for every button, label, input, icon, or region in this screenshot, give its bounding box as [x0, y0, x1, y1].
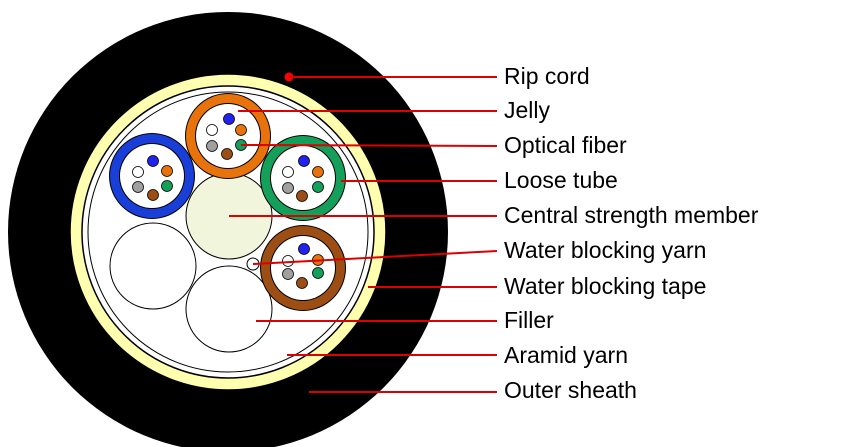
optical-fiber	[223, 113, 235, 125]
leader-line-optical-fiber	[240, 144, 498, 147]
optical-fiber	[147, 189, 159, 201]
optical-fiber	[298, 155, 310, 167]
label-filler: Filler	[504, 307, 554, 333]
optical-fiber	[206, 140, 218, 152]
optical-fiber	[161, 165, 173, 177]
optical-fiber	[312, 267, 324, 279]
optical-fiber	[296, 277, 308, 289]
optical-fiber	[147, 155, 159, 167]
optical-fiber	[312, 166, 324, 178]
label-outer-sheath: Outer sheath	[504, 377, 637, 403]
optical-fiber	[132, 181, 144, 193]
optical-fiber	[298, 243, 310, 255]
filler	[185, 265, 273, 353]
optical-fiber	[161, 180, 173, 192]
label-water-blocking-tape: Water blocking tape	[504, 273, 706, 299]
loose-tube-orange	[185, 93, 271, 179]
optical-fiber	[221, 148, 233, 160]
label-optical-fiber: Optical fiber	[504, 132, 627, 158]
leader-line-water-blocking-yarn	[252, 250, 498, 265]
water-blocking-tape-inner-edge	[87, 91, 369, 373]
optical-fiber	[282, 268, 294, 280]
label-jelly: Jelly	[504, 97, 551, 123]
optical-fiber	[282, 166, 294, 178]
optical-fiber	[296, 190, 308, 202]
optical-fiber	[235, 124, 247, 136]
label-central-strength-member: Central strength member	[504, 202, 759, 228]
loose-tube-brown	[260, 225, 346, 311]
label-aramid-yarn: Aramid yarn	[504, 342, 628, 368]
filler	[109, 222, 197, 310]
optical-fiber	[132, 166, 144, 178]
optical-fiber	[282, 182, 294, 194]
label-water-blocking-yarn: Water blocking yarn	[504, 237, 706, 263]
label-rip-cord: Rip cord	[504, 63, 590, 89]
optical-fiber	[312, 181, 324, 193]
leader-lines	[229, 76, 498, 393]
loose-tube-green	[260, 135, 346, 221]
loose-tube-blue	[109, 133, 195, 219]
optical-fiber	[206, 124, 218, 136]
label-loose-tube: Loose tube	[504, 167, 618, 193]
